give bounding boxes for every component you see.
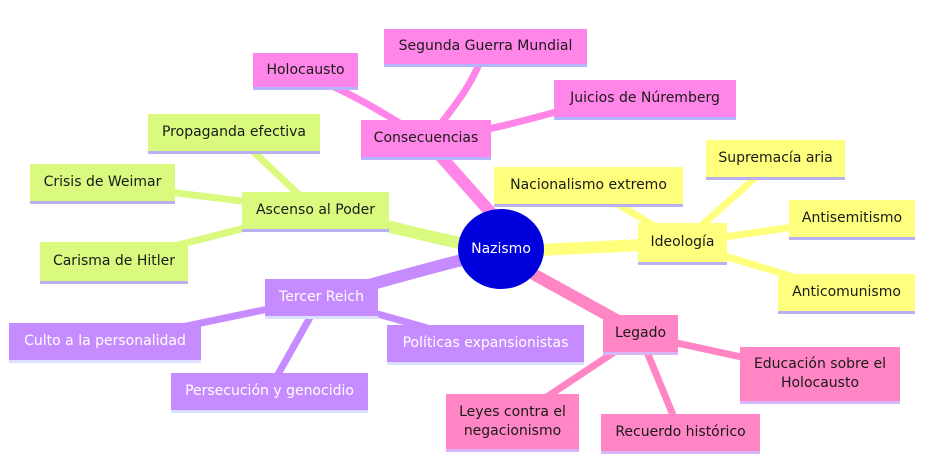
node-crisis-de-weimar[interactable]: Crisis de Weimar (30, 164, 175, 204)
node-recuerdo-label: Recuerdo histórico (615, 424, 746, 441)
node-recuerdo-historico[interactable]: Recuerdo histórico (601, 414, 760, 454)
node-nacionalismo-label: Nacionalismo extremo (510, 177, 667, 194)
node-carisma-de-hitler[interactable]: Carisma de Hitler (40, 242, 188, 284)
branch-consecuencias[interactable]: Consecuencias (361, 120, 491, 160)
node-nacionalismo-extremo[interactable]: Nacionalismo extremo (494, 167, 683, 207)
branch-ideologia[interactable]: Ideología (638, 223, 727, 265)
node-politicas-expansionistas[interactable]: Políticas expansionistas (387, 325, 584, 365)
node-persecucion-genocidio[interactable]: Persecución y genocidio (171, 373, 368, 413)
node-culto-personalidad[interactable]: Culto a la personalidad (9, 323, 201, 363)
node-leyes-label: Leyes contra el negacionismo (459, 403, 566, 439)
node-segunda-guerra-mundial[interactable]: Segunda Guerra Mundial (384, 29, 587, 67)
node-propaganda-label: Propaganda efectiva (161, 124, 307, 141)
branch-ascenso-label: Ascenso al Poder (255, 202, 376, 219)
central-topic-nazismo[interactable]: Nazismo (458, 209, 544, 289)
node-educacion-holocausto[interactable]: Educación sobre el Holocausto (740, 347, 900, 404)
branch-consecuencias-label: Consecuencias (373, 130, 479, 147)
node-leyes-negacionismo[interactable]: Leyes contra el negacionismo (446, 394, 579, 452)
node-juicios-nuremberg-label: Juicios de Núremberg (570, 90, 720, 107)
node-carisma-label: Carisma de Hitler (52, 253, 176, 270)
branch-ideologia-label: Ideología (650, 234, 715, 251)
branch-tercer-reich[interactable]: Tercer Reich (265, 279, 378, 319)
central-topic-label: Nazismo (471, 241, 531, 257)
node-juicios-nuremberg[interactable]: Juicios de Núremberg (554, 80, 736, 120)
node-educacion-label: Educación sobre el Holocausto (753, 356, 887, 391)
node-segunda-guerra-mundial-label: Segunda Guerra Mundial (398, 38, 573, 55)
node-propaganda-efectiva[interactable]: Propaganda efectiva (148, 114, 320, 154)
branch-ascenso-al-poder[interactable]: Ascenso al Poder (242, 192, 389, 232)
node-culto-label: Culto a la personalidad (24, 333, 186, 350)
node-holocausto[interactable]: Holocausto (253, 53, 358, 90)
node-politicas-label: Políticas expansionistas (402, 335, 569, 352)
node-antisemitismo-label: Antisemitismo (801, 210, 903, 227)
branch-legado[interactable]: Legado (603, 315, 678, 355)
node-anticomunismo-label: Anticomunismo (792, 284, 901, 301)
node-anticomunismo[interactable]: Anticomunismo (778, 274, 915, 314)
node-persecucion-label: Persecución y genocidio (185, 383, 354, 400)
node-supremacia-aria[interactable]: Supremacía aria (706, 140, 845, 180)
node-crisis-label: Crisis de Weimar (43, 174, 162, 191)
node-holocausto-label: Holocausto (266, 61, 345, 78)
node-antisemitismo[interactable]: Antisemitismo (789, 200, 915, 240)
branch-legado-label: Legado (614, 325, 667, 342)
branch-tercer-reich-label: Tercer Reich (279, 289, 364, 306)
node-supremacia-label: Supremacía aria (718, 150, 833, 167)
